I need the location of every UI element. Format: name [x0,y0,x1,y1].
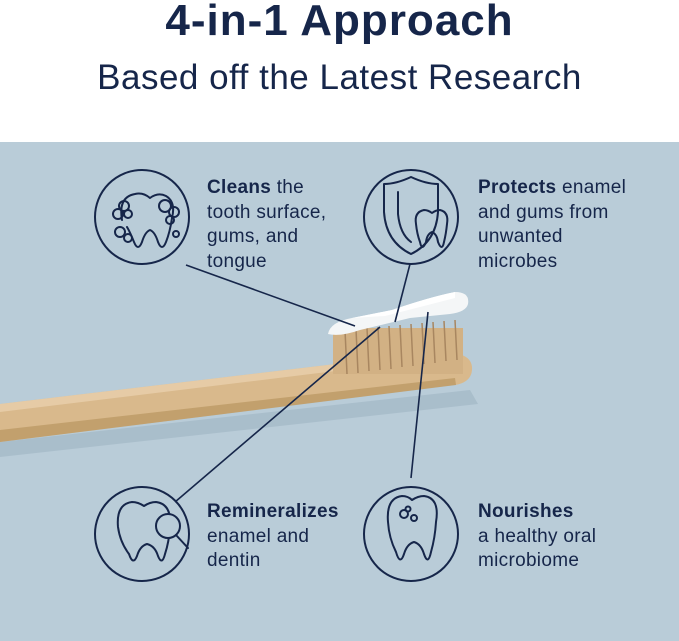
feature-nourishes: Nourishes a healthy oral microbiome [478,500,596,574]
feature-protects-line1-rest: enamel [556,177,627,198]
connector-remineralizes [174,326,381,503]
connector-nourishes [410,311,429,479]
toothbrush-illustration [0,169,478,582]
toothbrush-bristles [333,319,463,375]
feature-protects-line4: microbes [478,250,558,272]
feature-cleans-heading: Cleans [207,177,272,198]
feature-protects-heading: Protects [478,177,557,198]
feature-nourishes-line3: microbiome [478,550,580,571]
feature-cleans-line2: tooth surface, [207,201,327,223]
tooth-magnifier-icon [94,486,190,582]
page-title: 4-in-1 Approach [165,0,514,45]
feature-remineralizes-heading: Remineralizes [207,501,339,522]
feature-remineralizes-line2: enamel and [207,525,310,547]
feature-remineralizes-line1: Remineralizes [207,500,339,525]
connector-protects [394,263,411,323]
feature-cleans-line4: tongue [207,250,267,272]
shield-tooth-icon [363,169,459,265]
feature-protects-line2: and gums from [478,201,609,223]
feature-nourishes-line1: Nourishes [478,500,596,525]
feature-cleans-line3: gums, and [207,226,299,247]
feature-protects: Protects enamel and gums from unwanted m… [478,176,626,274]
feature-cleans-line1-rest: the [271,177,305,198]
dirty-tooth-icon [94,169,190,265]
tooth-bubbles-icon [363,486,459,582]
connector-cleans [185,264,356,327]
feature-protects-line1: Protects enamel [478,176,626,201]
feature-cleans-line1: Cleans the [207,176,326,201]
feature-remineralizes: Remineralizes enamel and dentin [207,500,339,574]
feature-cleans: Cleans the tooth surface, gums, and tong… [207,176,326,274]
feature-nourishes-line2: a healthy oral [478,525,597,547]
feature-panel: Cleans the tooth surface, gums, and tong… [0,142,679,641]
feature-protects-line3: unwanted [478,226,563,247]
page-subtitle: Based off the Latest Research [97,58,582,97]
header: 4-in-1 Approach Based off the Latest Res… [0,0,679,142]
feature-nourishes-heading: Nourishes [478,501,574,522]
feature-remineralizes-line3: dentin [207,550,261,571]
